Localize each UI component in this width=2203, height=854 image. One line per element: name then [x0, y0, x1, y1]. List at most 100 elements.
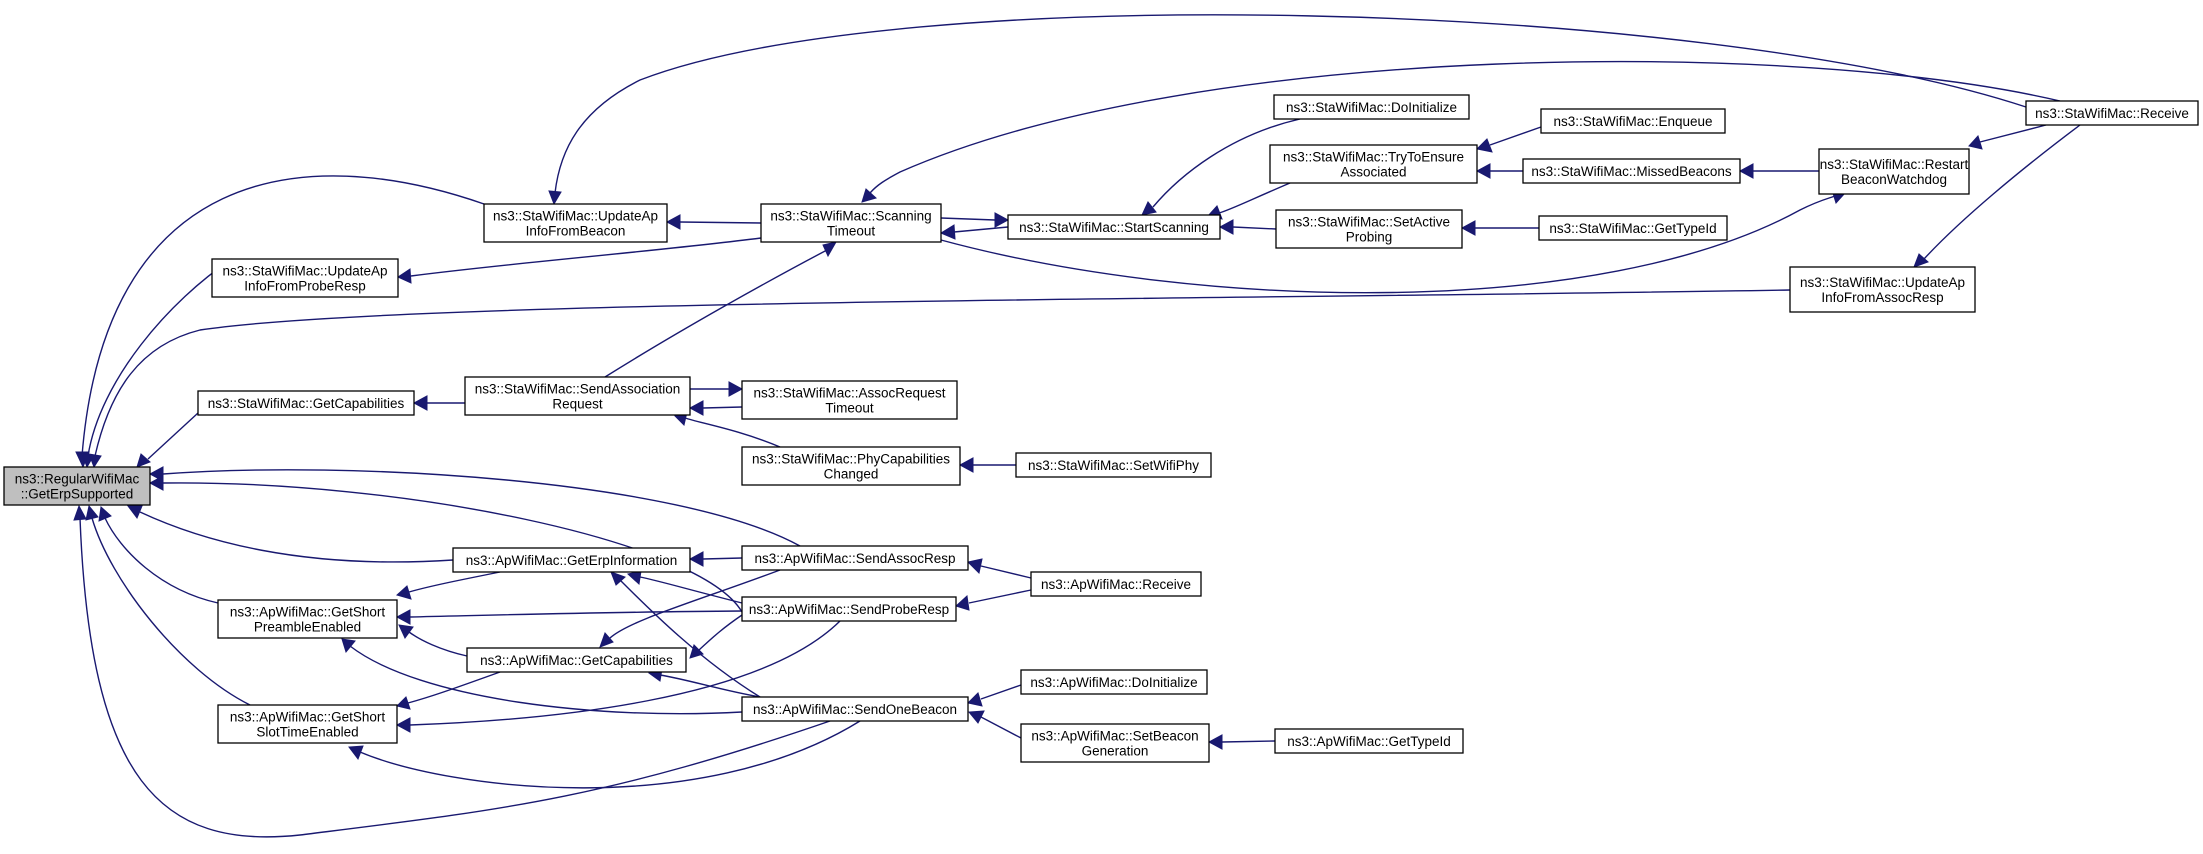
arrowhead-icon: [395, 609, 411, 625]
nodes-layer: ns3::RegularWifiMac::GetErpSupportedns3:…: [3, 94, 2199, 763]
edge-line: [81, 175, 485, 457]
node-box: [1269, 144, 1478, 184]
arrowhead-icon: [967, 710, 985, 724]
edge-ap_sendprobe-to-ap_slottime: [395, 620, 841, 733]
arrowhead-icon: [599, 632, 614, 648]
arrowhead-icon: [341, 638, 356, 654]
node-label: ns3::ApWifiMac::GetShort: [230, 605, 386, 620]
node-label: SlotTimeEnabled: [256, 725, 358, 740]
arrowhead-icon: [861, 188, 878, 203]
node-label: Request: [552, 397, 603, 412]
node-ap-sendbeacon[interactable]: ns3::ApWifiMac::SendOneBeacon: [741, 696, 969, 722]
node-sta-enqueue[interactable]: ns3::StaWifiMac::Enqueue: [1540, 108, 1726, 134]
edge-line: [162, 482, 743, 613]
node-label: ns3::StaWifiMac::GetCapabilities: [208, 396, 405, 411]
node-ap-gettypeid[interactable]: ns3::ApWifiMac::GetTypeId: [1274, 728, 1464, 754]
node-ap-sendassocresp[interactable]: ns3::ApWifiMac::SendAssocResp: [741, 545, 969, 571]
edge-line: [953, 226, 1009, 233]
arrowhead-icon: [939, 224, 956, 240]
node-sta-getcap[interactable]: ns3::StaWifiMac::GetCapabilities: [197, 390, 415, 416]
node-ap-doinit[interactable]: ns3::ApWifiMac::DoInitialize: [1020, 669, 1208, 695]
arrowhead-icon: [1460, 220, 1476, 236]
node-sta-doinit[interactable]: ns3::StaWifiMac::DoInitialize: [1273, 94, 1470, 120]
node-label: ns3::StaWifiMac::UpdateAp: [222, 264, 387, 279]
edge-line: [980, 565, 1032, 579]
node-label: PreambleEnabled: [254, 620, 361, 635]
arrowhead-icon: [398, 624, 414, 639]
edge-ap_doinit-to-ap_sendbeacon: [966, 684, 1022, 707]
edge-sta_setactive-to-sta_startscan: [1218, 219, 1277, 235]
node-sta-setwifiphy[interactable]: ns3::StaWifiMac::SetWifiPhy: [1015, 452, 1212, 478]
node-box: [1020, 669, 1208, 695]
node-ap-sendprobe[interactable]: ns3::ApWifiMac::SendProbeResp: [741, 596, 957, 622]
edge-line: [1923, 124, 2081, 260]
node-box: [1538, 215, 1728, 241]
arrowhead-icon: [665, 214, 681, 230]
edges-layer: [73, 14, 2081, 838]
node-ap-geterp[interactable]: ns3::ApWifiMac::GetErpInformation: [452, 547, 691, 573]
node-sta-missed[interactable]: ns3::StaWifiMac::MissedBeacons: [1522, 158, 1741, 184]
node-sta-startscan[interactable]: ns3::StaWifiMac::StartScanning: [1007, 214, 1221, 240]
node-label: ns3::StaWifiMac::Scanning: [770, 209, 931, 224]
node-box: [483, 203, 668, 243]
arrowhead-icon: [955, 594, 970, 611]
edge-ap_geterp-to-ap_preamble: [395, 571, 501, 600]
edge-sta_restart-to-sta_missed: [1738, 163, 1819, 179]
arrowhead-icon: [1141, 201, 1157, 216]
node-ap-getcap[interactable]: ns3::ApWifiMac::GetCapabilities: [466, 647, 687, 673]
arrowhead-icon: [1913, 253, 1929, 268]
node-label: ns3::ApWifiMac::GetCapabilities: [480, 653, 673, 668]
node-ap-receive[interactable]: ns3::ApWifiMac::Receive: [1030, 571, 1202, 597]
node-label: ns3::ApWifiMac::GetTypeId: [1287, 734, 1451, 749]
node-label: Generation: [1082, 744, 1149, 759]
node-label: ns3::ApWifiMac::Receive: [1041, 577, 1191, 592]
arrowhead-icon: [412, 395, 428, 411]
arrowhead-icon: [1207, 734, 1223, 750]
node-label: ns3::StaWifiMac::SendAssociation: [475, 382, 681, 397]
node-label: BeaconWatchdog: [1841, 172, 1947, 187]
edge-ap_setbeacon-to-ap_sendbeacon: [967, 710, 1022, 739]
edge-ap_gettypeid-to-ap_setbeacon: [1207, 734, 1276, 750]
arrowhead-icon: [73, 504, 87, 521]
node-box: [211, 258, 399, 298]
arrowhead-icon: [395, 585, 412, 600]
arrowhead-icon: [994, 212, 1010, 228]
node-label: ns3::StaWifiMac::StartScanning: [1019, 220, 1209, 235]
edge-ap_sendbeacon-to-ap_preamble: [341, 638, 743, 715]
edge-line: [139, 511, 454, 563]
edge-line: [1979, 124, 2047, 143]
node-sta-receive[interactable]: ns3::StaWifiMac::Receive: [2025, 100, 2199, 126]
node-label: ns3::StaWifiMac::Receive: [2035, 106, 2189, 121]
edge-line: [409, 620, 841, 726]
node-box: [1020, 723, 1210, 763]
edge-sta_sendassoc-to-sta_scan_timeout: [604, 241, 838, 378]
node-sta-upd-assoc[interactable]: ns3::StaWifiMac::UpdateApInfoFromAssocRe…: [1789, 266, 1976, 313]
node-sta-upd-probe[interactable]: ns3::StaWifiMac::UpdateApInfoFromProbeRe…: [211, 258, 399, 298]
edge-line: [940, 217, 996, 221]
arrowhead-icon: [689, 644, 704, 659]
arrowhead-icon: [966, 692, 983, 707]
node-label: ns3::StaWifiMac::UpdateAp: [493, 209, 658, 224]
node-label: Probing: [1346, 230, 1393, 245]
node-sta-gettypeid[interactable]: ns3::StaWifiMac::GetTypeId: [1538, 215, 1728, 241]
edge-ap_getcap-to-ap_slottime: [396, 671, 501, 710]
edge-ap_sendprobe-to-root: [148, 475, 743, 613]
edge-line: [94, 289, 1791, 457]
node-label: ns3::StaWifiMac::SetActive: [1288, 215, 1450, 230]
edge-line: [869, 60, 2061, 194]
edge-line: [679, 221, 762, 224]
edge-line: [1221, 740, 1276, 743]
arrowhead-icon: [958, 457, 974, 473]
edge-sta_scan_timeout-to-sta_startscan: [940, 212, 1010, 228]
